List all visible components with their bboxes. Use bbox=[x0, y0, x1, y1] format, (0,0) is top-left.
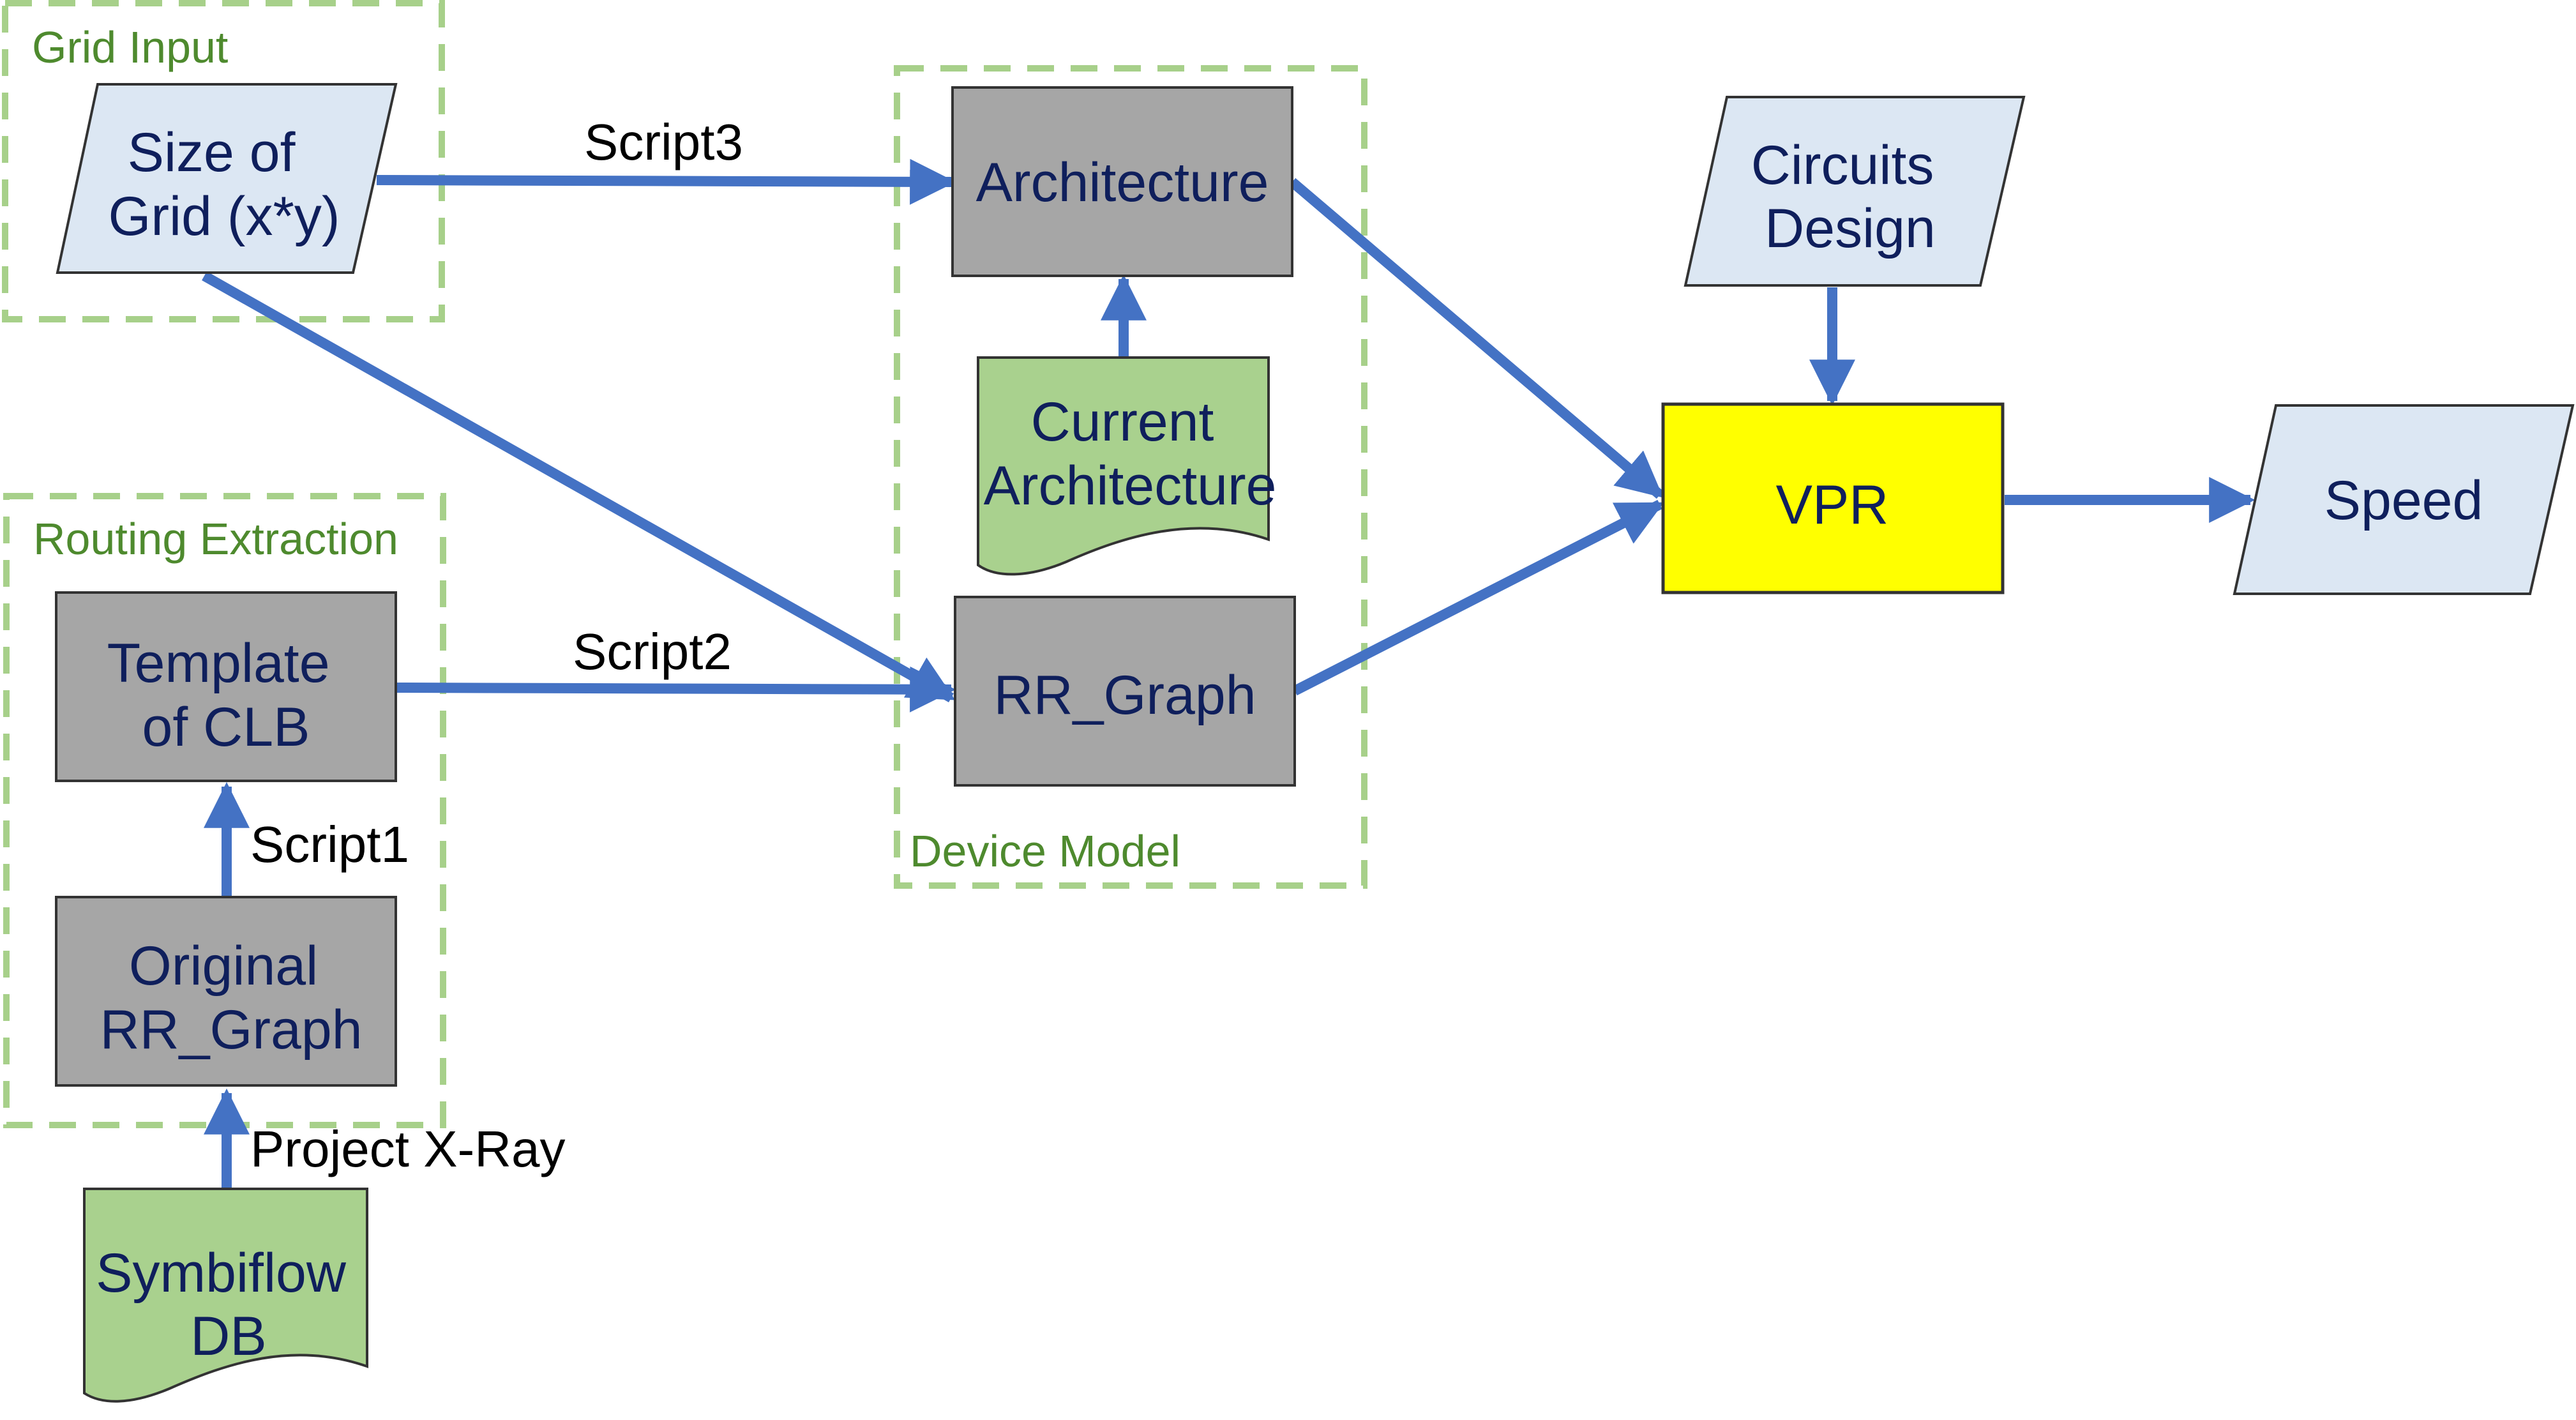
device-model-label: Device Model bbox=[910, 826, 1180, 876]
node-label: VPR bbox=[1776, 474, 1889, 536]
node-architecture: Architecture bbox=[951, 86, 1293, 277]
process-shape bbox=[951, 86, 1293, 277]
vpr-shape bbox=[1661, 402, 2005, 594]
edges bbox=[202, 158, 2256, 1189]
edge-grid-to-rr-graph bbox=[202, 271, 956, 702]
edge-grid-to-architecture bbox=[376, 158, 956, 205]
node-label: Architecture bbox=[976, 152, 1269, 213]
node-label: Original RR_Graph bbox=[100, 935, 362, 1061]
node-label: Current Architecture bbox=[984, 391, 1277, 517]
node-symbiflow-db: Symbiflow DB bbox=[83, 1188, 368, 1403]
device-model-frame bbox=[894, 65, 1367, 889]
node-label: Symbiflow DB bbox=[96, 1242, 361, 1367]
routing-extraction-label: Routing Extraction bbox=[33, 514, 398, 564]
process-shape bbox=[55, 591, 397, 782]
edge-label-script1: Script1 bbox=[250, 816, 409, 873]
node-vpr: VPR bbox=[1661, 402, 2005, 594]
io-shape bbox=[1683, 96, 2026, 287]
node-speed: Speed bbox=[2233, 404, 2575, 595]
edge-label-script2: Script2 bbox=[573, 623, 732, 680]
grid-input-frame bbox=[2, 0, 445, 322]
document-shape bbox=[83, 1188, 368, 1403]
edge-architecture-to-vpr bbox=[1288, 178, 1664, 499]
io-shape bbox=[2233, 404, 2575, 595]
node-label: RR_Graph bbox=[993, 665, 1256, 726]
edge-label-script3: Script3 bbox=[584, 114, 743, 170]
document-shape bbox=[977, 356, 1270, 576]
grid-input-label: Grid Input bbox=[32, 22, 228, 72]
edge-rr-graph-to-vpr bbox=[1292, 499, 1664, 696]
node-template-of-clb: Template of CLB bbox=[55, 591, 397, 782]
node-original-rr-graph: Original RR_Graph bbox=[55, 896, 397, 1087]
node-label: Speed bbox=[2324, 470, 2483, 531]
edge-label-project-xray: Project X-Ray bbox=[250, 1121, 565, 1177]
node-current-architecture: Current Architecture bbox=[977, 356, 1277, 576]
node-label: Template of CLB bbox=[107, 633, 345, 758]
node-label: Size of Grid (x*y) bbox=[108, 122, 340, 247]
process-shape bbox=[954, 596, 1296, 787]
grid-input-group: Grid Input bbox=[2, 0, 445, 322]
node-rr-graph: RR_Graph bbox=[954, 596, 1296, 787]
node-circuits-design: Circuits Design bbox=[1683, 96, 2026, 287]
process-shape bbox=[55, 896, 397, 1087]
node-size-of-grid: Size of Grid (x*y) bbox=[56, 83, 398, 274]
edge-template-to-rr-graph bbox=[395, 666, 956, 713]
device-model-group: Device Model bbox=[894, 65, 1367, 889]
node-label: Circuits Design bbox=[1751, 135, 1950, 259]
io-shape bbox=[56, 83, 398, 274]
